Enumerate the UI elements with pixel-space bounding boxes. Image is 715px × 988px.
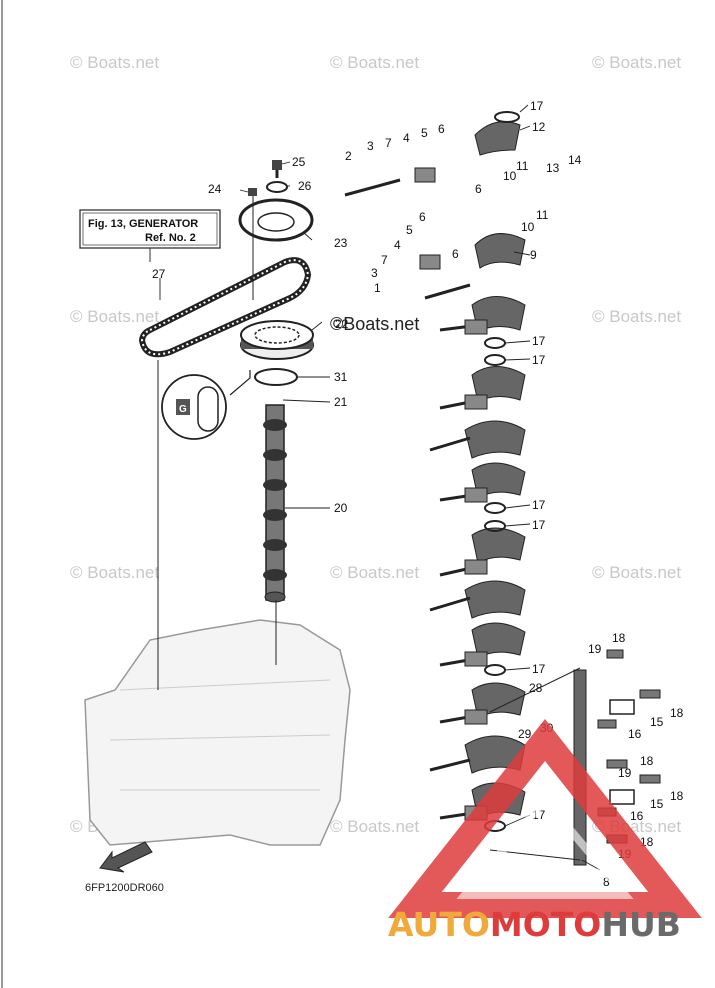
- callout-6: 6: [452, 247, 459, 261]
- bolt-and-washer: [248, 160, 288, 300]
- callout-11: 11: [536, 208, 549, 222]
- callout-labels: 2 3 7 4 5 6 6 17 12 14 13 11 10 11 10 6 …: [152, 99, 684, 889]
- valve-springs: [414, 167, 488, 821]
- svg-text:G: G: [179, 404, 187, 415]
- oil-seal-ring: [254, 368, 298, 386]
- logo-part-hub: HUB: [601, 905, 681, 944]
- watermark-text: © Boats.net: [70, 307, 159, 326]
- watermark-text: © Boats.net: [330, 563, 419, 582]
- callout-19: 19: [588, 642, 602, 656]
- callout-20: 20: [334, 501, 348, 515]
- center-watermark-text: ©Boats.net: [330, 314, 419, 334]
- automotohub-logo: AUTOMOTOHUB: [388, 718, 702, 944]
- watermark-group: © Boats.net © Boats.net © Boats.net © Bo…: [70, 53, 681, 836]
- callout-5: 5: [406, 223, 413, 237]
- diagram-code: 6FP1200DR060: [85, 882, 164, 894]
- camshaft: [263, 404, 287, 603]
- reference-box-line2: Ref. No. 2: [145, 232, 196, 244]
- timing-belt: [138, 257, 312, 358]
- watermark-text: © Boats.net: [70, 53, 159, 72]
- callout-10: 10: [503, 169, 517, 183]
- callout-18: 18: [670, 706, 684, 720]
- watermark-text: © Boats.net: [70, 563, 159, 582]
- callout-4: 4: [394, 238, 401, 252]
- sensor-plate: [238, 198, 314, 242]
- callout-21: 21: [334, 395, 348, 409]
- watermark-text: © Boats.net: [592, 563, 681, 582]
- logo-part-moto: MOTO: [490, 905, 601, 944]
- callout-27: 27: [152, 267, 166, 281]
- logo-part-auto: AUTO: [388, 905, 490, 944]
- callout-14: 14: [568, 153, 582, 167]
- callout-5: 5: [421, 126, 428, 140]
- callout-23: 23: [334, 236, 348, 250]
- callout-2: 2: [345, 149, 352, 163]
- callout-28: 28: [529, 681, 543, 695]
- callout-7: 7: [385, 136, 392, 150]
- reference-box-line1: Fig. 13, GENERATOR: [88, 218, 198, 230]
- callout-9: 9: [530, 248, 537, 262]
- watermark-text: © Boats.net: [592, 307, 681, 326]
- callout-4: 4: [403, 131, 410, 145]
- callout-10: 10: [521, 220, 535, 234]
- callout-8: 8: [603, 875, 610, 889]
- callout-29: 29: [518, 727, 532, 741]
- callout-26: 26: [298, 179, 312, 193]
- callout-12: 12: [532, 120, 546, 134]
- callout-19: 19: [618, 766, 632, 780]
- callout-18: 18: [640, 754, 654, 768]
- callout-6: 6: [438, 122, 445, 136]
- cylinder-head: [84, 360, 351, 846]
- logo-text: AUTOMOTOHUB: [388, 905, 681, 944]
- callout-25: 25: [292, 155, 306, 169]
- watermark-text: © Boats.net: [592, 53, 681, 72]
- callout-15: 15: [650, 715, 664, 729]
- grease-icon: G: [161, 370, 251, 440]
- callout-6: 6: [475, 182, 482, 196]
- callout-18: 18: [670, 789, 684, 803]
- callout-17: 17: [532, 353, 546, 367]
- valve-shims: [484, 111, 520, 832]
- callout-16: 16: [628, 727, 642, 741]
- callout-16: 16: [630, 809, 644, 823]
- callout-1: 1: [374, 281, 381, 295]
- watermark-text: © Boats.net: [330, 817, 419, 836]
- callout-6: 6: [419, 210, 426, 224]
- callout-3: 3: [367, 139, 374, 153]
- callout-13: 13: [546, 161, 560, 175]
- front-arrow-icon: [99, 841, 153, 873]
- callout-17: 17: [532, 334, 546, 348]
- callout-7: 7: [381, 253, 388, 267]
- callout-22: 22: [335, 317, 349, 331]
- callout-17: 17: [532, 498, 546, 512]
- reference-box: Fig. 13, GENERATOR Ref. No. 2: [79, 209, 221, 262]
- callout-17: 17: [530, 99, 544, 113]
- watermark-text: © Boats.net: [330, 53, 419, 72]
- callout-11: 11: [516, 159, 529, 173]
- callout-17: 17: [532, 662, 546, 676]
- callout-3: 3: [371, 266, 378, 280]
- valve-set: [344, 178, 481, 820]
- cam-pulley: [240, 320, 314, 360]
- callout-24: 24: [208, 182, 222, 196]
- callout-17: 17: [532, 518, 546, 532]
- callout-31: 31: [334, 370, 348, 384]
- callout-15: 15: [650, 797, 664, 811]
- callout-18: 18: [612, 631, 626, 645]
